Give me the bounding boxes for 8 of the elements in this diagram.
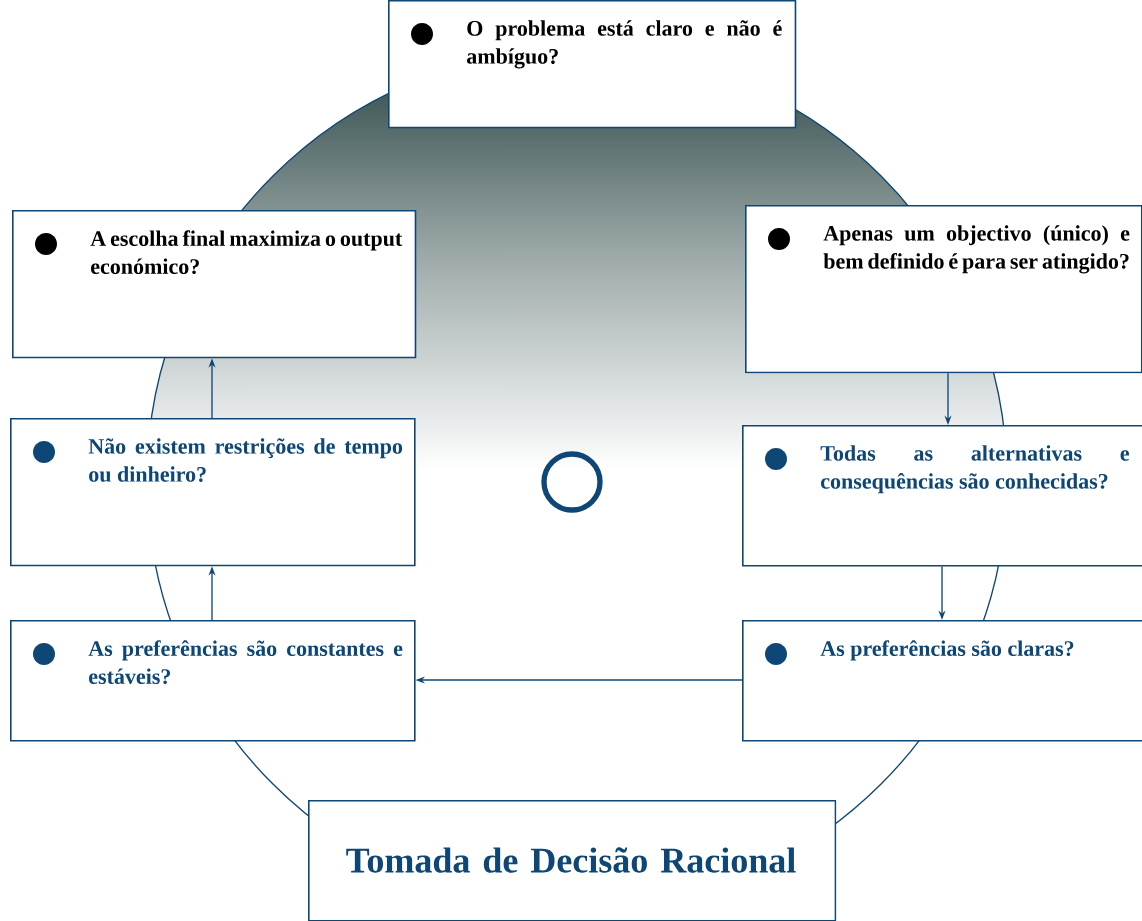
question-box: Não existem restrições de tempo ou dinheiro? xyxy=(10,418,416,567)
question-box: As preferências são constantes e estáveis? xyxy=(10,620,416,742)
question-box: A escolha final maximiza o output económico? xyxy=(12,210,417,359)
question-box: As preferências são claras? xyxy=(742,620,1142,742)
question-box: Apenas um objectivo (único) e bem definido é para ser atingido? xyxy=(745,205,1142,374)
question-box: Todas as alternativas e consequências são conhecidas? xyxy=(742,425,1142,567)
question-box: O problema está claro e não é ambíguo? xyxy=(388,0,797,129)
question-box: Tomada de Decisão Racional xyxy=(308,800,837,921)
